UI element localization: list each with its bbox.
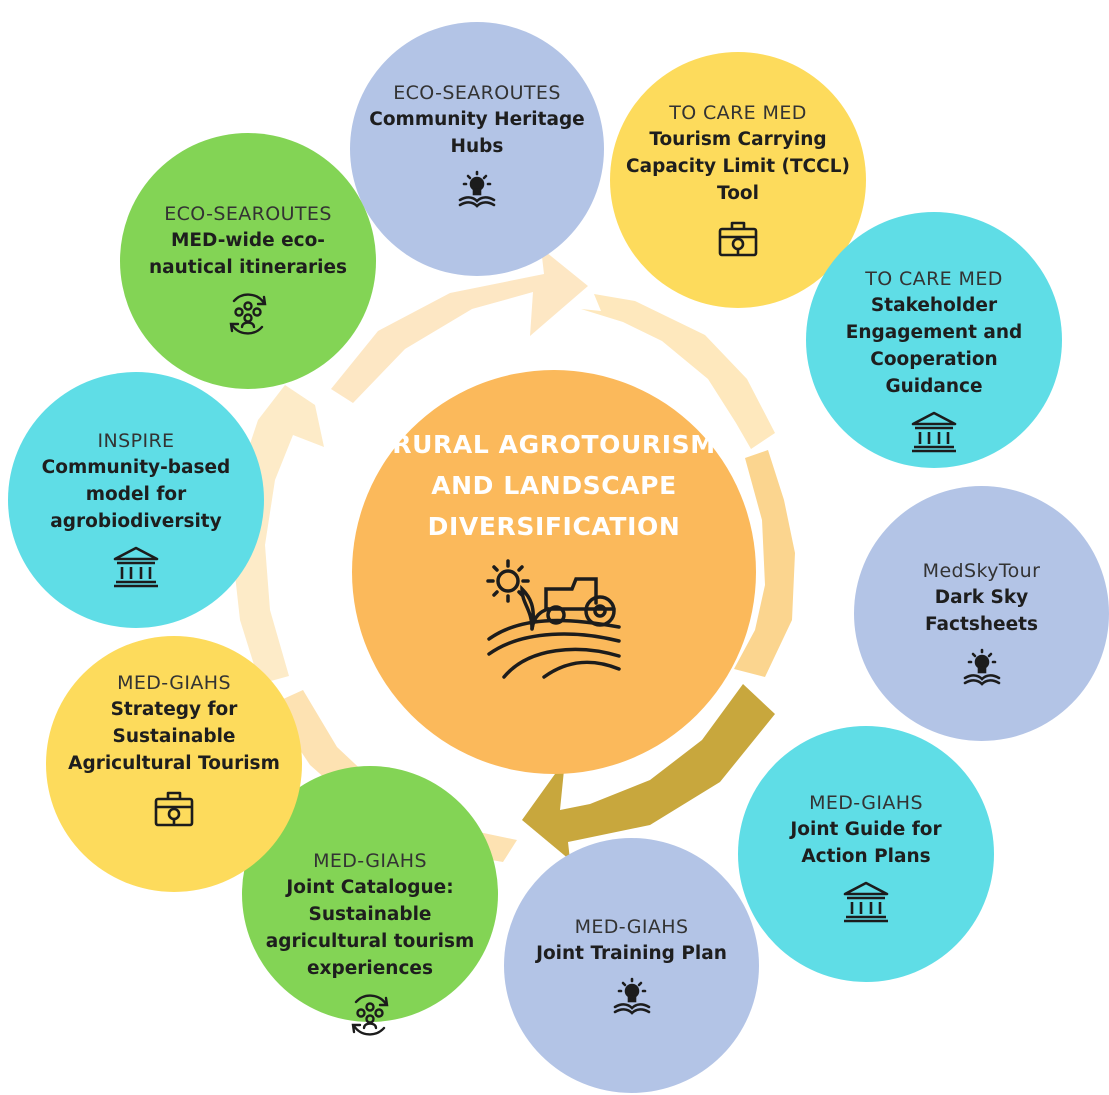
node-project: TO CARE MED [669,102,807,124]
node-title: Dark Sky Factsheets [925,587,1038,635]
node-3: TO CARE MED Stakeholder Engagement and Co… [806,212,1062,468]
node-title: Joint Training Plan [536,943,727,964]
node-project: MED-GIAHS [809,792,923,814]
node-title: MED-wide eco-nautical itineraries [148,230,348,278]
node-project: TO CARE MED [865,268,1003,290]
node-project: MED-GIAHS [117,672,231,694]
community-cycle-icon [224,291,272,341]
node-9: INSPIRE Community-based model for agrobio… [8,372,264,628]
toolbox-icon [152,787,196,833]
lightbulb-book-icon [962,648,1002,692]
institution-icon [111,545,161,593]
node-project: ECO-SEAROUTES [393,82,561,104]
cycle-arrow-3 [734,450,795,677]
center-title: RURAL AGROTOURISM AND LANDSCAPE DIVERSIF… [392,430,716,541]
node-10: ECO-SEAROUTES MED-wide eco-nautical itine… [120,133,376,389]
node-project: INSPIRE [97,430,175,452]
node-title: Joint Catalogue: Sustainable agricultura… [265,877,475,979]
node-title: Community Heritage Hubs [369,109,585,157]
node-8: MED-GIAHS Strategy for Sustainable Agricu… [46,636,302,892]
node-project: MED-GIAHS [313,850,427,872]
community-cycle-icon [346,992,394,1042]
node-project: MedSkyTour [922,560,1041,582]
institution-icon [909,410,959,458]
node-project: MED-GIAHS [574,916,689,938]
center-circle: RURAL AGROTOURISM AND LANDSCAPE DIVERSIF… [352,370,756,774]
node-title: Strategy for Sustainable Agricultural To… [68,699,280,774]
toolbox-icon [716,217,760,263]
node-1: ECO-SEAROUTES Community Heritage Hubs [350,22,604,276]
cycle-arrow-4 [522,684,775,860]
cycle-arrow-2 [581,294,775,449]
node-title: Joint Guide for Action Plans [790,819,942,867]
node-2: TO CARE MED Tourism Carrying Capacity Lim… [610,52,866,308]
node-title: Tourism Carrying Capacity Limit (TCCL) T… [626,129,850,204]
lightbulb-book-icon [612,977,652,1021]
node-title: Stakeholder Engagement and Cooperation G… [845,295,1023,397]
node-5: MED-GIAHS Joint Guide for Action Plans [738,726,994,982]
institution-icon [841,880,891,928]
lightbulb-book-icon [457,170,497,214]
tractor-field-icon [486,559,621,679]
node-project: ECO-SEAROUTES [164,203,332,225]
cycle-arrow-1 [331,248,588,403]
node-6: MED-GIAHS Joint Training Plan [504,838,759,1093]
node-title: Community-based model for agrobiodiversi… [41,457,231,532]
